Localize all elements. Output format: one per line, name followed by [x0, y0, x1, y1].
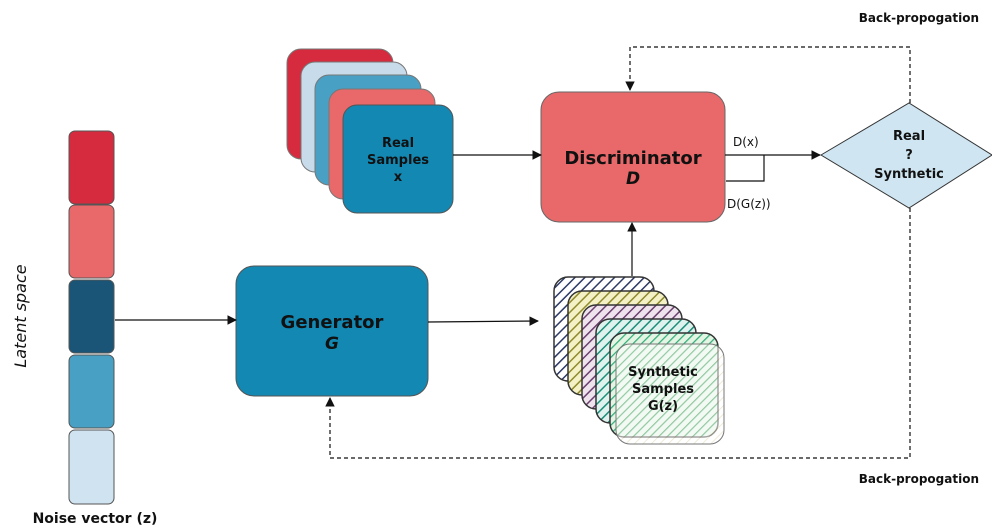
real-samples-line2: Samples [367, 153, 429, 168]
synthetic-card-6 [615, 343, 725, 445]
generator-box: Generator G [235, 265, 429, 397]
backprop-top-label: Back-propogation [859, 11, 979, 25]
backprop-bottom-label: Back-propogation [859, 472, 979, 486]
arrow-generator-to-synthetic [427, 316, 539, 326]
backprop-to-discriminator [625, 46, 911, 103]
real-sample-card-5 [342, 104, 454, 214]
backprop-to-generator [325, 208, 911, 459]
real-samples-stack: Real Samples x [286, 48, 454, 214]
synthetic-samples-line2: Samples [632, 382, 694, 397]
noise-cell-3 [68, 279, 115, 354]
discriminator-box: Discriminator D [540, 91, 726, 223]
noise-vector-label: Noise vector (z) [33, 511, 158, 527]
discriminator-symbol: D [626, 169, 640, 189]
output-real-label: D(x) [733, 135, 759, 149]
latent-space-label: Latent space [11, 264, 30, 367]
synthetic-samples-line3: G(z) [648, 399, 678, 414]
real-samples-line1: Real [382, 136, 414, 151]
synthetic-samples-line1: Synthetic [628, 365, 698, 380]
generator-title: Generator [281, 312, 384, 333]
decision-line3: Synthetic [874, 167, 944, 182]
noise-cell-4 [68, 354, 115, 429]
real-samples-line3: x [394, 170, 403, 185]
synthetic-samples-stack: Synthetic Samples G(z) [553, 276, 725, 445]
noise-vector [68, 130, 115, 505]
decision-diamond: Real ? Synthetic [820, 102, 992, 209]
output-fake-label: D(G(z)) [727, 197, 771, 211]
noise-cell-1 [68, 130, 115, 205]
connector-fake-output [726, 155, 765, 182]
decision-line1: Real [893, 129, 925, 144]
noise-cell-5 [68, 429, 115, 505]
discriminator-title: Discriminator [564, 148, 701, 169]
noise-cell-2 [68, 204, 115, 279]
decision-line2: ? [905, 148, 913, 163]
generator-symbol: G [325, 334, 339, 354]
